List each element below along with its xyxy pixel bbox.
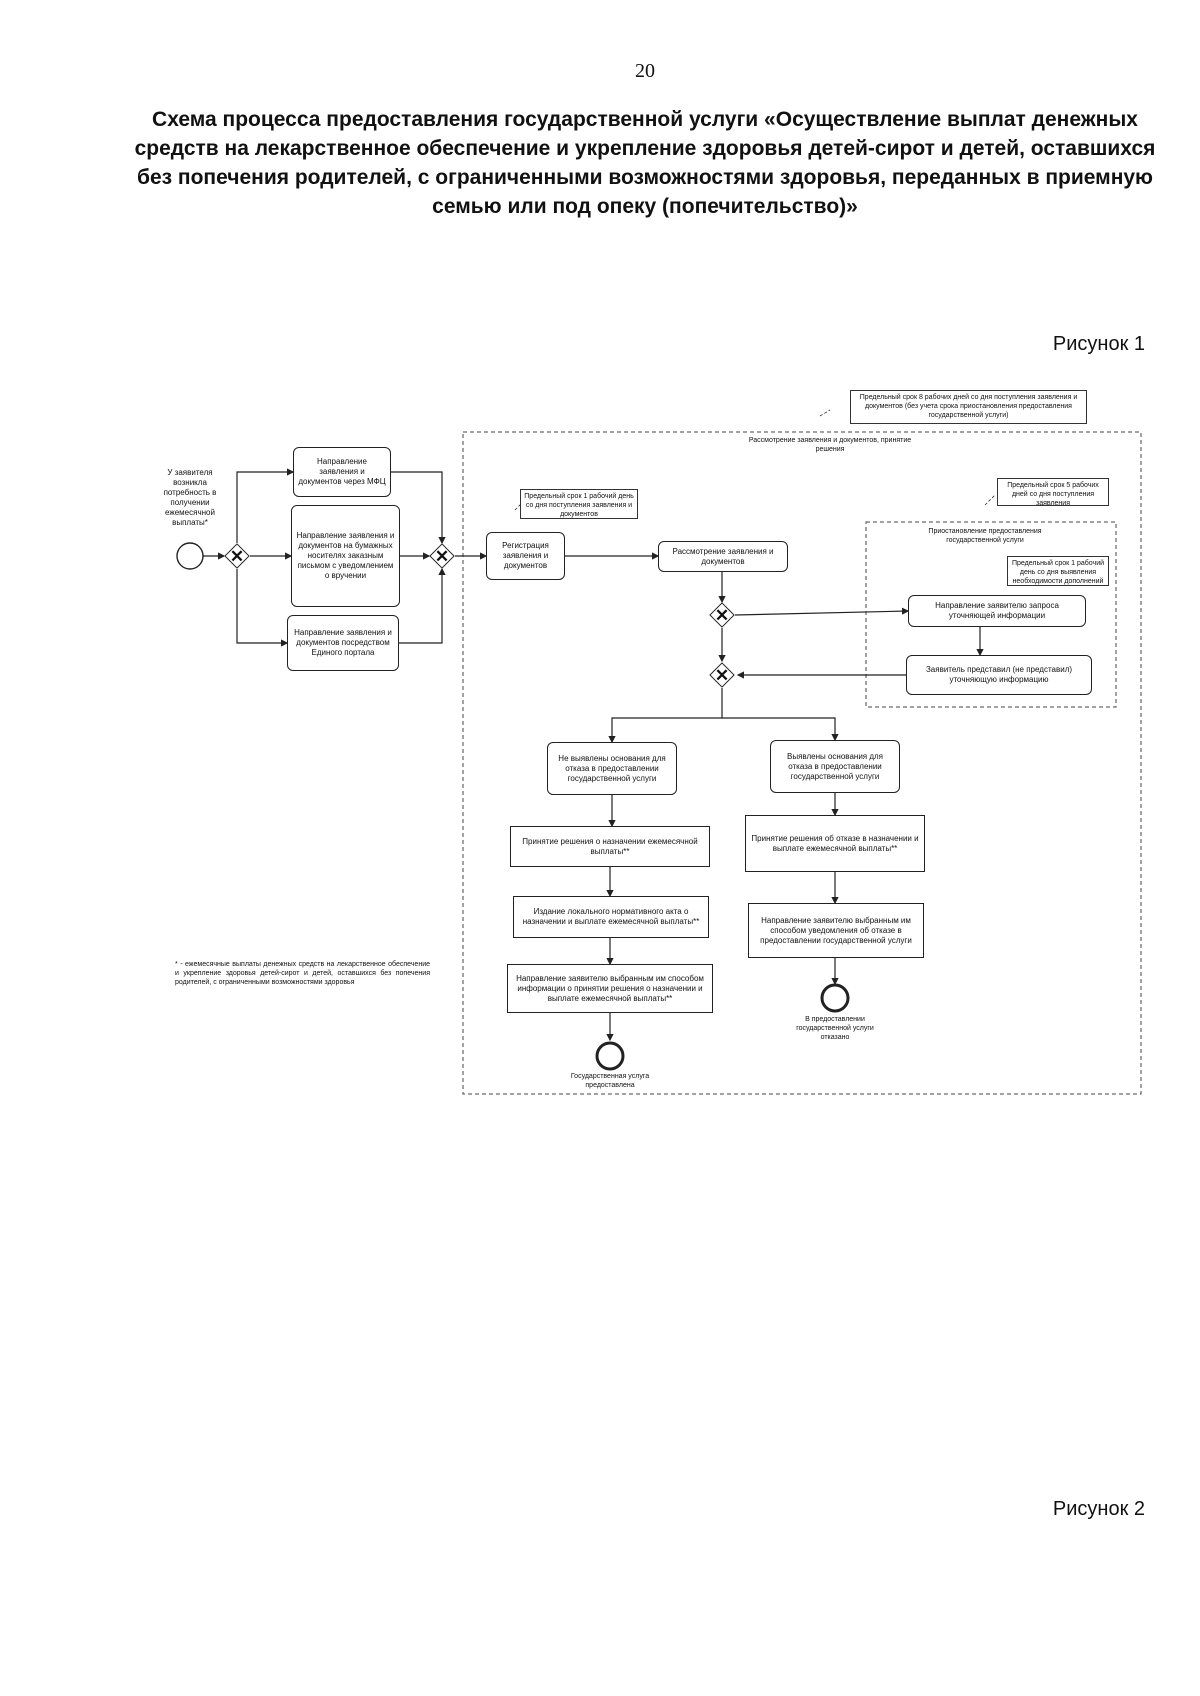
end-event-refused	[820, 983, 850, 1013]
suspension-pool-label: Приостановление предоставления государст…	[928, 528, 1042, 544]
notify-assign-task: Направление заявителю выбранным им спосо…	[507, 964, 713, 1013]
review-pool-border	[462, 431, 1142, 1095]
suspension-pool-border	[865, 521, 1117, 708]
submit-mail-task: Направление заявления и документов на бу…	[291, 505, 400, 607]
registration-note: Предельный срок 1 рабочий день со дня по…	[520, 489, 638, 519]
exclusive-gateway-icon: ✕	[434, 546, 450, 566]
request-info-task: Направление заявителю запроса уточняющей…	[908, 595, 1086, 627]
submit-mfc-task: Направление заявления и документов через…	[293, 447, 391, 497]
provide-info-task: Заявитель представил (не представил) уто…	[906, 655, 1092, 695]
diagram-footnote: * - ежемесячные выплаты денежных средств…	[175, 961, 430, 986]
request-note: Предельный срок 1 рабочий день со дня вы…	[1007, 556, 1109, 586]
exclusive-gateway-icon: ✕	[714, 605, 730, 625]
review-task: Рассмотрение заявления и документов	[658, 541, 788, 572]
deadline-note: Предельный срок 8 рабочих дней со дня по…	[850, 390, 1087, 424]
exclusive-gateway-icon: ✕	[229, 546, 245, 566]
page-number: 20	[635, 60, 655, 82]
no-grounds-state: Не выявлены основания для отказа в предо…	[547, 742, 677, 795]
local-act-task: Издание локального нормативного акта о н…	[513, 896, 709, 938]
review-pool-label: Рассмотрение заявления и документов, при…	[748, 437, 912, 453]
decision-assign-task: Принятие решения о назначении ежемесячно…	[510, 826, 710, 867]
start-event-label: У заявителя возникла потребность в получ…	[163, 468, 217, 527]
start-event	[176, 542, 204, 570]
registration-task: Регистрация заявления и документов	[486, 532, 565, 580]
figure-1-label: Рисунок 1	[1052, 333, 1145, 355]
exclusive-gateway-icon: ✕	[714, 665, 730, 685]
figure-2-label: Рисунок 2	[1052, 1498, 1145, 1520]
diagram-connectors	[176, 409, 1142, 1095]
submit-portal-task: Направление заявления и документов посре…	[287, 615, 399, 671]
suspension-note: Предельный срок 5 рабочих дней со дня по…	[997, 478, 1109, 507]
notify-refusal-task: Направление заявителю выбранным им спосо…	[748, 903, 924, 958]
page-title: Схема процесса предоставления государств…	[134, 108, 1156, 218]
grounds-found-state: Выявлены основания для отказа в предоста…	[770, 740, 900, 793]
end-refused-label: В предоставлении государственной услуги …	[796, 1016, 874, 1041]
end-provided-label: Государственная услуга предоставлена	[570, 1073, 650, 1089]
decision-refuse-task: Принятие решения об отказе в назначении …	[745, 815, 925, 872]
end-event-provided	[595, 1041, 625, 1071]
